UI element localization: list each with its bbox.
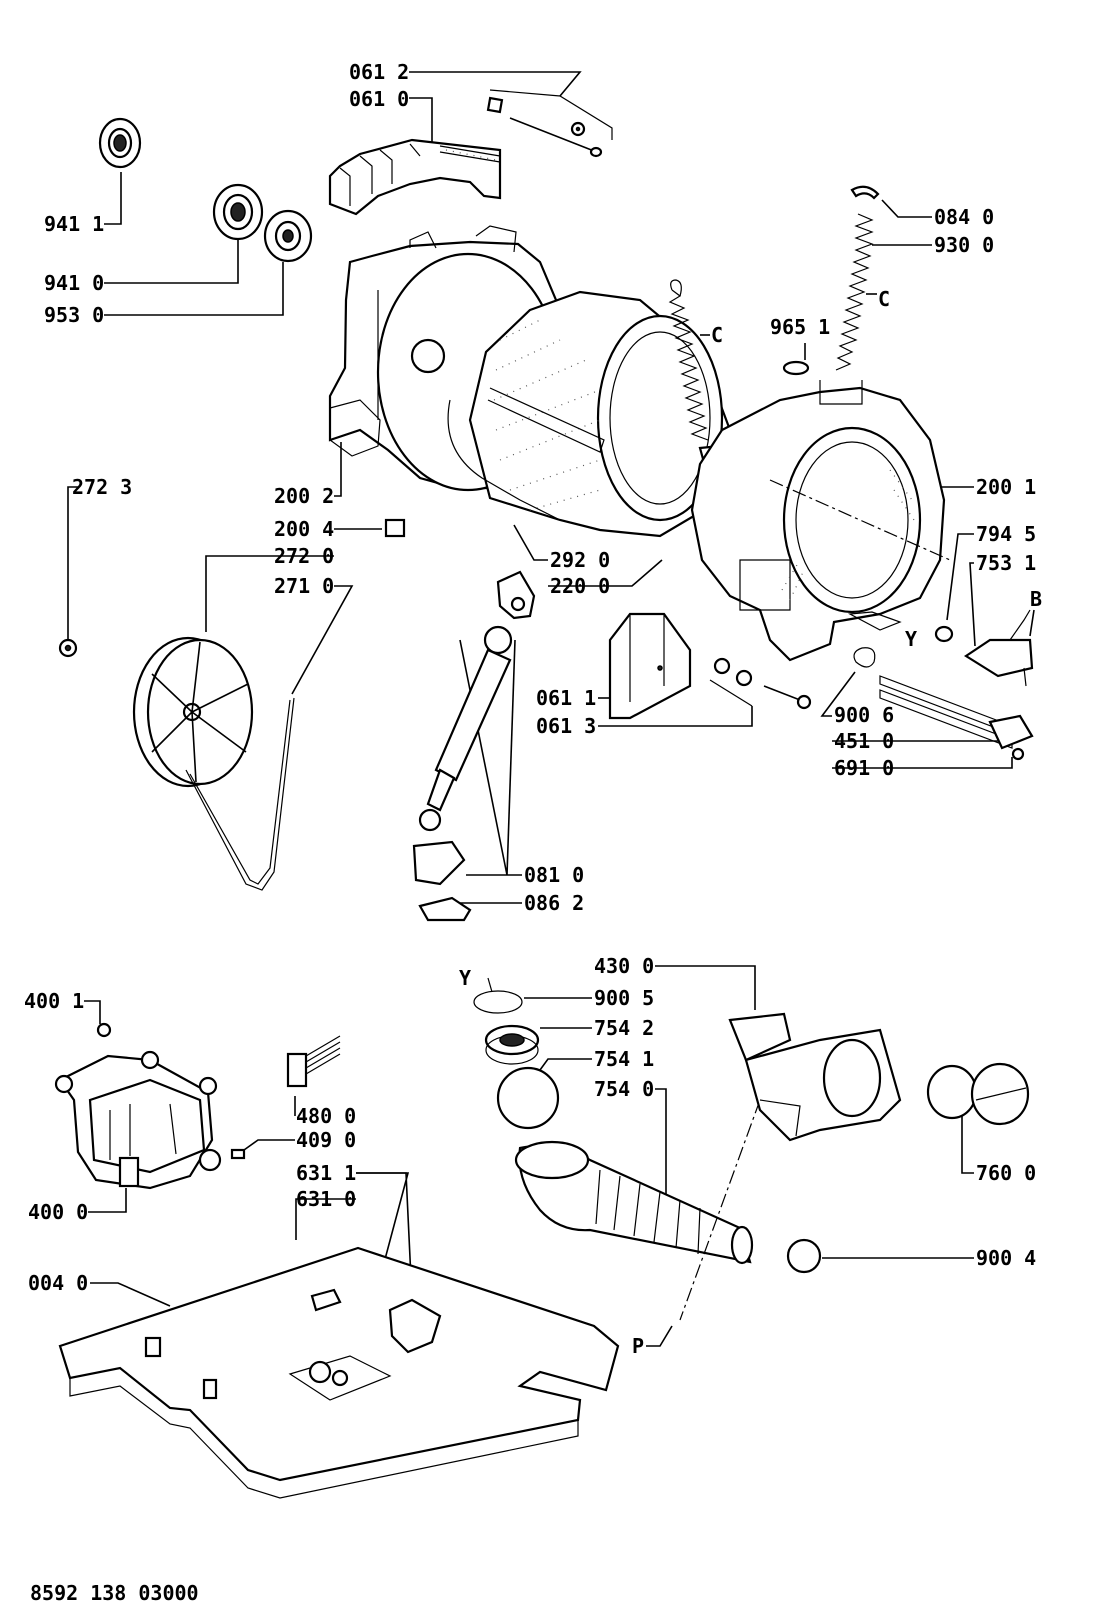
belt-271-0	[185, 697, 295, 891]
spring-930-0-right	[835, 185, 880, 371]
label-480-0: 480 0	[296, 1104, 356, 1128]
label-900-4: 900 4	[976, 1246, 1036, 1270]
clamp-900-4	[786, 1238, 822, 1274]
label-p: P	[632, 1334, 644, 1358]
seal-754-2	[484, 1024, 540, 1065]
washers-bolt-061-3	[709, 657, 812, 710]
pump-430-0	[728, 1012, 902, 1142]
label-061-1: 061 1	[536, 686, 596, 710]
front-tub-200-1	[690, 380, 946, 662]
label-292-0: 292 0	[550, 548, 610, 572]
counterweight-top-061-0	[328, 138, 502, 216]
label-941-0: 941 0	[44, 271, 104, 295]
lower-assembly	[54, 977, 1030, 1499]
label-754-0: 754 0	[594, 1077, 654, 1101]
shock-absorber-081-0	[412, 570, 536, 886]
label-y-lower: Y	[459, 966, 471, 990]
label-794-5: 794 5	[976, 522, 1036, 546]
bracket-bolt-061-2	[486, 89, 613, 158]
label-953-0: 953 0	[44, 303, 104, 327]
label-200-4: 200 4	[274, 517, 334, 541]
label-084-0: 084 0	[934, 205, 994, 229]
bearing-941-1	[98, 117, 142, 169]
document-number: 8592 138 03000	[30, 1581, 199, 1605]
label-400-0: 400 0	[28, 1200, 88, 1224]
label-004-0: 004 0	[28, 1271, 88, 1295]
plug-965-1	[782, 360, 810, 376]
label-061-0: 061 0	[349, 87, 409, 111]
clamp-200-4	[384, 518, 406, 538]
label-900-5: 900 5	[594, 986, 654, 1010]
label-c-lower: C	[711, 323, 723, 347]
label-430-0: 430 0	[594, 954, 654, 978]
ball-754-1	[496, 1066, 560, 1130]
label-930-0: 930 0	[934, 233, 994, 257]
label-900-6: 900 6	[834, 703, 894, 727]
label-272-3: 272 3	[72, 475, 132, 499]
nut-272-3	[58, 638, 78, 658]
seal-794-5	[934, 625, 954, 643]
label-409-0: 409 0	[296, 1128, 356, 1152]
clip-086-2	[418, 896, 472, 922]
label-760-0: 760 0	[976, 1161, 1036, 1185]
label-086-2: 086 2	[524, 891, 584, 915]
bearing-941-0	[212, 183, 264, 241]
upper-assembly	[58, 89, 1034, 922]
axis-line-y	[487, 977, 493, 993]
label-754-2: 754 2	[594, 1016, 654, 1040]
clamp-900-5	[473, 990, 523, 1014]
label-y-upper: Y	[905, 627, 917, 651]
axis-line-hose	[679, 1099, 761, 1321]
heater-451-0	[879, 675, 1034, 750]
label-753-1: 753 1	[976, 551, 1036, 575]
label-c-upper: C	[878, 287, 890, 311]
label-200-2: 200 2	[274, 484, 334, 508]
connector-480-0	[286, 1035, 341, 1088]
label-b: B	[1030, 587, 1042, 611]
hose-754-0	[514, 1140, 754, 1265]
label-200-1: 200 1	[976, 475, 1036, 499]
weight-061-1	[608, 612, 692, 720]
axis-line-front-tub	[769, 479, 951, 561]
label-061-2: 061 2	[349, 60, 409, 84]
sensor-753-1	[963, 609, 1034, 687]
part-labels: 061 2 061 0 941 1 941 0 953 0 084 0 930 …	[24, 60, 1042, 1605]
base-004-0	[58, 1246, 620, 1499]
clamp-900-6	[853, 647, 876, 668]
label-631-1: 631 1	[296, 1161, 356, 1185]
label-754-1: 754 1	[594, 1047, 654, 1071]
drum-292-0	[447, 290, 732, 538]
label-271-0: 271 0	[274, 574, 334, 598]
label-061-3: 061 3	[536, 714, 596, 738]
label-965-1: 965 1	[770, 315, 830, 339]
clip-409-0	[230, 1148, 246, 1160]
label-941-1: 941 1	[44, 212, 104, 236]
bearing-953-0	[263, 209, 313, 263]
pulley-272-0	[132, 636, 254, 788]
label-400-1: 400 1	[24, 989, 84, 1013]
label-081-0: 081 0	[524, 863, 584, 887]
motor-400-0	[54, 1022, 222, 1190]
filter-760-0	[926, 1062, 1030, 1126]
nut-691-0	[1011, 747, 1025, 761]
